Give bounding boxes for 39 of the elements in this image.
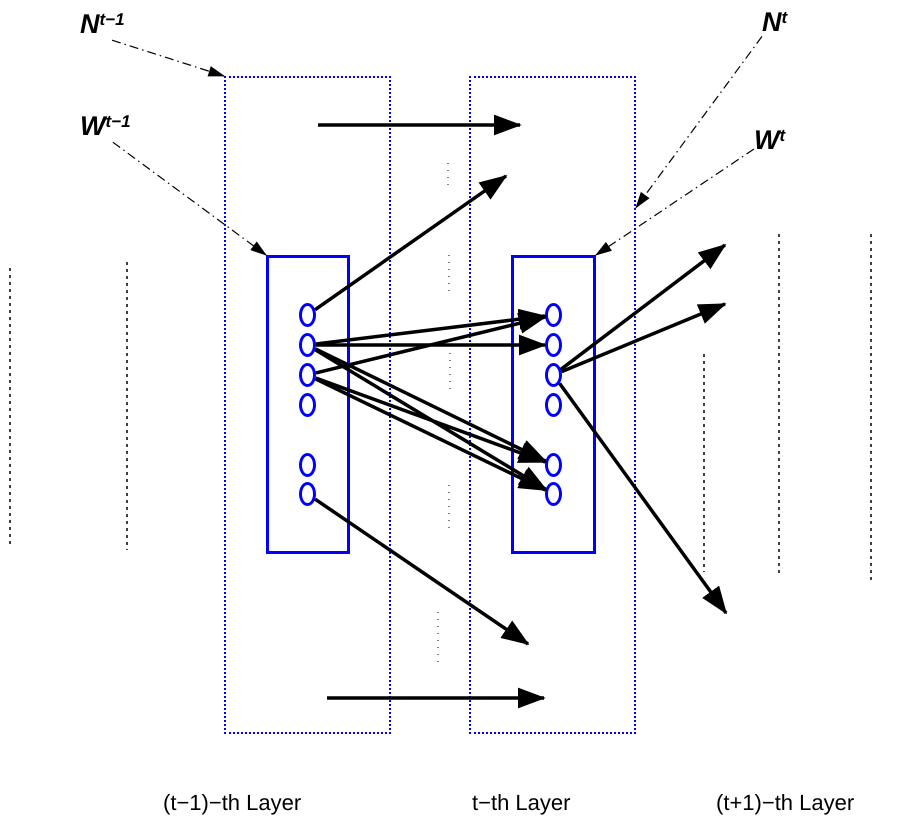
arrow: [316, 308, 547, 346]
layer-box: [511, 255, 596, 554]
arrow: [560, 244, 726, 371]
neuron-ellipse: [299, 393, 316, 417]
arrow: [314, 174, 508, 312]
layer-caption: t−th Layer: [472, 790, 570, 816]
neuron-ellipse: [545, 363, 562, 387]
arrow: [314, 348, 548, 491]
neuron-ellipse: [299, 303, 316, 327]
arrow: [314, 347, 548, 463]
math-label: N$^{t}$: [762, 4, 788, 40]
arrow: [316, 334, 547, 356]
math-label: W$^{t}$: [754, 122, 786, 158]
layer-caption: (t+1)−th Layer: [716, 790, 854, 816]
neuron-ellipse: [299, 363, 316, 387]
arrow: [314, 377, 548, 492]
neuron-ellipse: [299, 453, 316, 477]
leader-line: [595, 148, 754, 256]
dotted-box: [469, 76, 636, 734]
neuron-ellipse: [545, 333, 562, 357]
neuron-ellipse: [299, 333, 316, 357]
dotted-box: [224, 76, 391, 734]
neuron-ellipse: [545, 482, 562, 506]
arrow: [560, 302, 727, 374]
neuron-ellipse: [545, 303, 562, 327]
layer-box: [266, 255, 350, 554]
neuron-ellipse: [299, 482, 316, 506]
math-label: N$^{t−1}$: [80, 6, 125, 42]
neuron-ellipse: [545, 393, 562, 417]
leader-line: [112, 40, 226, 77]
math-label: W$^{t−1}$: [80, 108, 131, 144]
layer-caption: (t−1)−th Layer: [163, 790, 302, 816]
arrow: [315, 313, 547, 375]
arrow: [314, 498, 530, 646]
neuron-ellipse: [545, 453, 562, 477]
arrow: [558, 382, 728, 614]
leader-line: [635, 36, 762, 209]
arrow: [315, 376, 547, 464]
leader-line: [112, 142, 267, 256]
